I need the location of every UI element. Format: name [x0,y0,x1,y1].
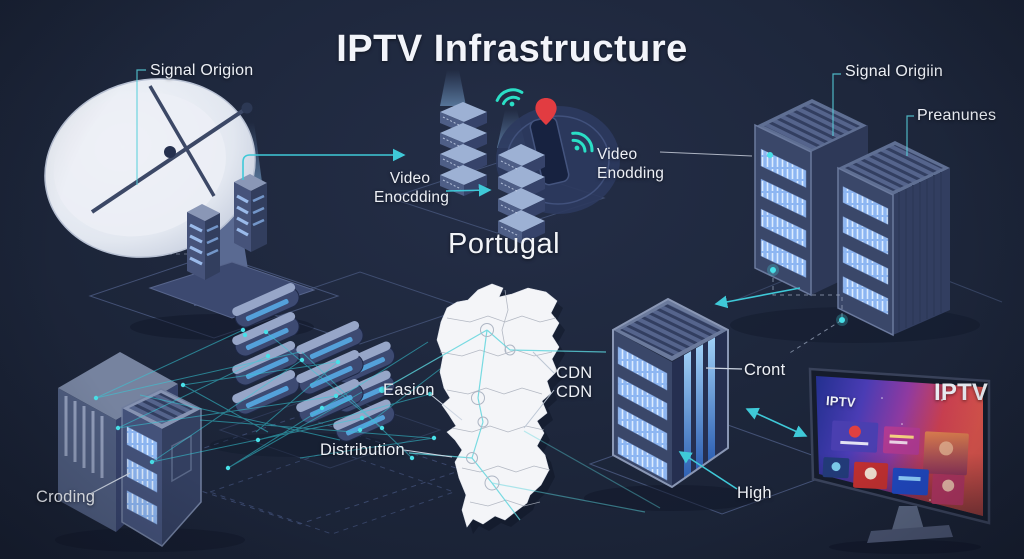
path-glow-dots [767,264,848,326]
label-connectors [89,69,914,495]
flow-arrow-origin-to-cdn [714,287,801,309]
headend-tower-2 [498,144,545,244]
label-iptv-tv: IPTV [934,379,989,406]
headend-buildings [440,102,545,244]
connector-easion [429,393,463,421]
connector-cront [705,367,743,370]
ingest-tower-2 [234,174,267,252]
connector-cdn-2 [523,389,555,429]
connector-preanunes [906,115,914,156]
connector-signal-origin-right [832,73,841,136]
label-cdn: CDN CDN [556,364,593,402]
tv [808,367,991,543]
encoder-server [121,388,202,547]
dish-feed-horn [241,102,253,114]
wifi-icon [571,131,594,153]
ingest-server-towers [187,174,267,280]
flow-arrow-ingest-to-headend [242,148,406,180]
label-easion: Easion [383,381,435,399]
connector-distribution [403,449,453,458]
location-pin-icon [535,98,557,125]
label-signal-origin-right: Signal Origiin [845,63,943,80]
map-network [379,323,661,521]
dashed-data-paths [772,270,843,355]
connector-croding [89,472,131,495]
label-distribution: Distribution [320,441,405,459]
label-portugal: Portugal [448,228,561,260]
wifi-icon [495,88,524,107]
connector-cdn-1 [532,351,555,374]
connector-video-encoding-right [659,151,753,157]
distribution-mesh [93,327,453,471]
flow-arrow-cdn-to-tv [745,407,808,438]
headend-tower-1 [440,102,487,196]
light-beam-headend1 [440,70,466,106]
label-cront: Cront [744,361,786,379]
label-croding: Croding [36,488,96,506]
origin-rack-2 [837,141,950,337]
label-signal-origin-left: Signal Origion [150,62,254,79]
flow-arrows [242,148,808,490]
cdn-rack [612,297,729,489]
label-iptv-screen: IPTV [825,392,857,411]
connector-signal-origin-left [136,69,146,185]
ingest-tower-1 [187,204,220,280]
page-title: IPTV Infrastructure [336,28,688,70]
status-glow-dot [767,152,773,158]
tv-stand-base [867,525,953,543]
label-preanunes: Preanunes [917,107,997,124]
tv-stand [891,506,925,533]
portugal-map [379,283,661,534]
flow-arrow-high-label [678,451,738,490]
satellite-dish [44,78,316,319]
dish-hub [164,146,176,158]
map-region-borders [439,289,557,507]
label-high: High [737,484,772,502]
label-video-encoding-left: Video Enocdding [374,170,450,206]
app-tiles [822,420,969,506]
label-video-encoding-right: Video Enodding [597,146,665,182]
flow-arrow-encoding-label [445,183,492,197]
